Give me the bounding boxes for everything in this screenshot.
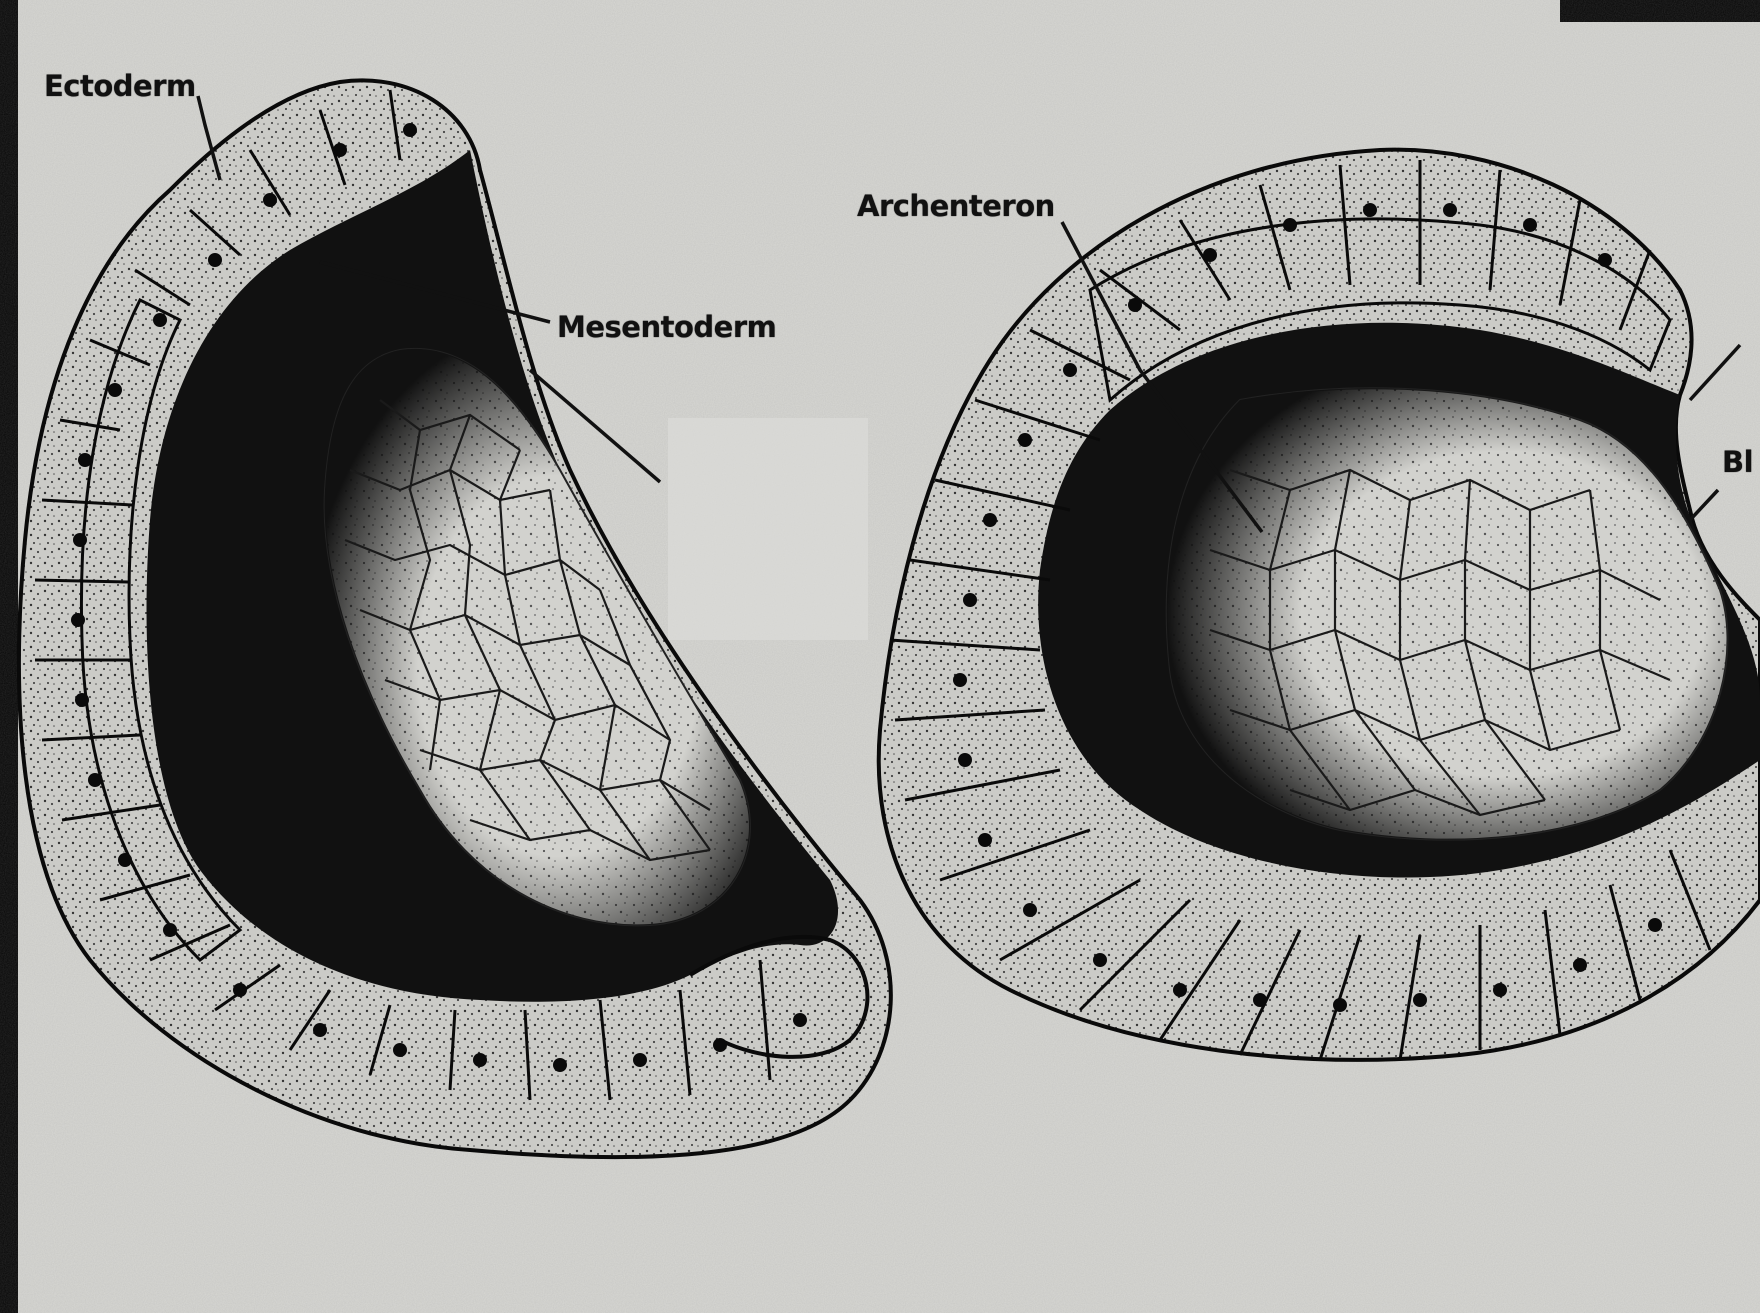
ectoderm-label: Ectoderm [44, 72, 196, 101]
left-black-border [0, 0, 18, 1313]
paper-patch [668, 418, 868, 640]
blastopore-label-cropped: Bl [1722, 448, 1753, 477]
mesentoderm-label: Mesentoderm [557, 313, 776, 342]
archenteron-label: Archenteron [857, 192, 1055, 221]
